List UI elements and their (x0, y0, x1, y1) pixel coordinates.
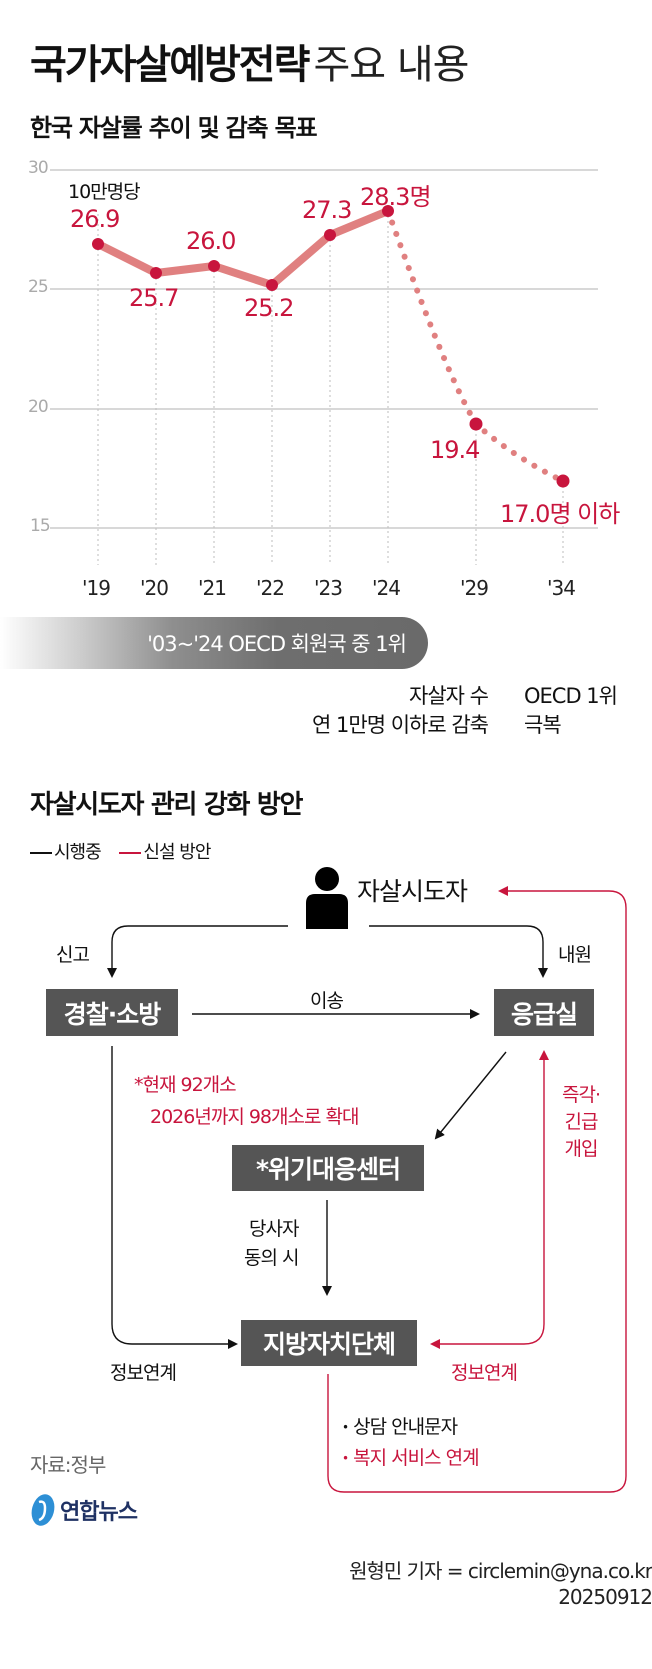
label-info-link-left: 정보연계 (110, 1362, 177, 1384)
label-urgent-intervention: 즉각· 긴급 개입 (562, 1082, 601, 1163)
label-report: 신고 (56, 944, 90, 966)
legend-current-label: 시행중 (54, 842, 102, 863)
vertical-guides (97, 211, 564, 565)
target-note-29-line2: 연 1만명 이하로 감축 (312, 713, 489, 737)
legend-new-label: 신설 방안 (143, 842, 211, 863)
data-points (92, 205, 570, 488)
value-label-24: 28.3명 (360, 183, 432, 211)
box-emergency-room-label: 응급실 (510, 999, 578, 1029)
urgent-line3: 개입 (564, 1138, 599, 1160)
x-tick-23: '23 (314, 576, 343, 600)
target-note-34: OECD 1위 극복 (524, 682, 618, 740)
y-tick-20: 20 (28, 397, 49, 417)
title-light: 주요 내용 (313, 42, 470, 88)
box-police-fire-label: 경찰·소방 (63, 999, 161, 1029)
legend-current-swatch (30, 852, 52, 854)
consent-line2: 동의 시 (244, 1247, 299, 1269)
box-police-fire: 경찰·소방 (46, 989, 178, 1036)
crisis-note-line2: 2026년까지 98개소로 확대 (150, 1106, 359, 1128)
oecd-rank-text: '03~'24 OECD 회원국 중 1위 (147, 632, 407, 656)
source-label: 자료:정부 (30, 1453, 106, 1477)
value-label-21: 26.0 (186, 227, 236, 255)
y-tick-15: 15 (30, 516, 51, 536)
target-note-34-line1: OECD 1위 (524, 684, 618, 708)
chart-title: 한국 자살률 추이 및 감축 목표 (30, 114, 318, 142)
x-tick-19: '19 (82, 576, 111, 600)
credit: 원형민 기자 = circlemin@yna.co.kr 20250912 (349, 1558, 652, 1610)
box-local-government-label: 지방자치단체 (262, 1330, 396, 1359)
label-info-link-right: 정보연계 (451, 1362, 518, 1384)
y-tick-30: 30 (28, 158, 49, 178)
service-item-counsel-text: 상담 안내문자 (353, 1416, 458, 1438)
legend: 시행중 신설 방안 (30, 838, 211, 864)
x-tick-29: '29 (460, 576, 489, 600)
box-crisis-center-label: *위기대응센터 (255, 1155, 401, 1184)
title-bold: 국가자살예방전략 (30, 42, 310, 88)
person-icon (306, 867, 348, 929)
y-tick-25: 25 (28, 277, 49, 297)
label-visit: 내원 (558, 944, 592, 966)
actual-series-line (94, 207, 392, 289)
legend-new-swatch (119, 852, 142, 854)
urgent-line1: 즉각· (562, 1084, 601, 1106)
label-consent: 당사자 동의 시 (244, 1215, 299, 1273)
service-list: • 상담 안내문자 • 복지 서비스 연계 (342, 1412, 480, 1473)
box-emergency-room: 응급실 (494, 989, 594, 1036)
credit-reporter: 원형민 기자 = circlemin@yna.co.kr (349, 1559, 652, 1583)
consent-line1: 당사자 (249, 1218, 299, 1240)
urgent-line2: 긴급 (564, 1111, 599, 1133)
target-series-line (385, 208, 566, 484)
unit-label: 10만명당 (68, 181, 141, 203)
line-chart (50, 169, 598, 565)
yonhap-logo-icon (31, 1494, 55, 1526)
yonhap-logo: 연합뉴스 (30, 1492, 138, 1528)
diagram-title: 자살시도자 관리 강화 방안 (30, 790, 303, 820)
gridlines (50, 169, 598, 529)
value-label-22: 25.2 (244, 294, 294, 322)
target-note-29: 자살자 수 연 1만명 이하로 감축 (312, 682, 489, 740)
value-label-19: 26.9 (70, 205, 120, 233)
oecd-rank-banner: '03~'24 OECD 회원국 중 1위 (0, 617, 428, 669)
target-note-34-line2: 극복 (524, 713, 562, 737)
service-item-counsel: • 상담 안내문자 (342, 1416, 458, 1438)
page-title: 국가자살예방전략 주요 내용 (30, 32, 470, 90)
x-tick-24: '24 (372, 576, 401, 600)
box-crisis-center: *위기대응센터 (232, 1145, 424, 1191)
service-item-welfare: • 복지 서비스 연계 (342, 1446, 480, 1469)
crisis-center-note: *현재 92개소 2026년까지 98개소로 확대 (134, 1072, 359, 1131)
yonhap-logo-text: 연합뉴스 (60, 1500, 138, 1525)
crisis-note-line1: *현재 92개소 (134, 1074, 237, 1096)
value-label-20: 25.7 (129, 284, 179, 312)
box-local-government: 지방자치단체 (241, 1320, 417, 1366)
target-note-29-line1: 자살자 수 (409, 684, 489, 708)
person-label: 자살시도자 (357, 877, 468, 906)
x-tick-22: '22 (256, 576, 285, 600)
service-item-welfare-text: 복지 서비스 연계 (353, 1446, 479, 1469)
value-label-23: 27.3 (302, 196, 352, 224)
value-label-29: 19.4 (430, 436, 480, 464)
x-tick-21: '21 (198, 576, 227, 600)
x-tick-34: '34 (547, 576, 576, 600)
label-transfer: 이송 (310, 990, 344, 1012)
credit-date: 20250912 (558, 1585, 652, 1609)
value-label-34: 17.0명 이하 (500, 500, 620, 528)
x-tick-20: '20 (140, 576, 169, 600)
